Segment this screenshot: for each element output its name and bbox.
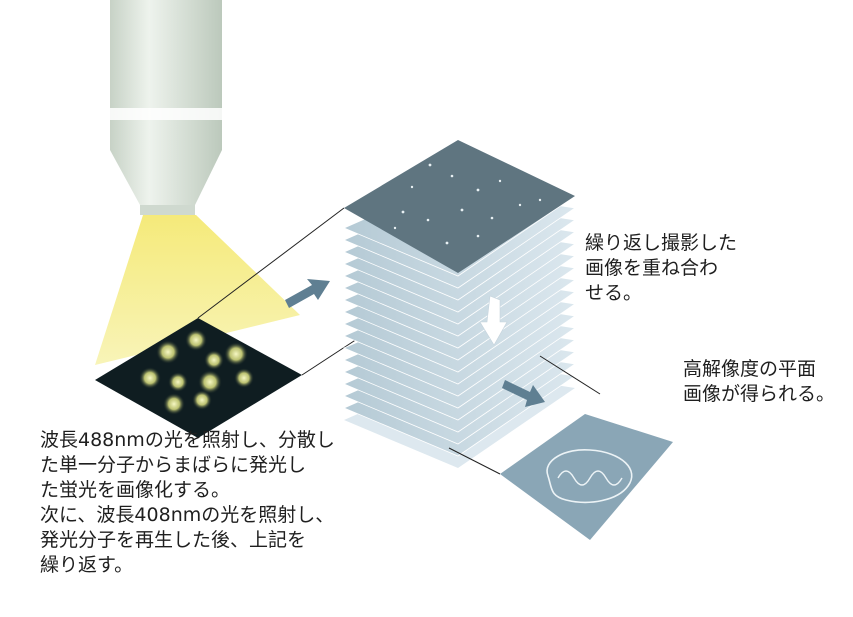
- light-beam: [95, 215, 300, 365]
- caption-line: 繰り返し撮影した: [585, 232, 738, 254]
- localized-points: [393, 163, 542, 245]
- caption-line: 繰り返す。: [40, 554, 134, 576]
- image-stack: [342, 140, 577, 468]
- caption-line: 次に、波長408nmの光を照射し、: [40, 504, 335, 526]
- fluorescent-spots: [139, 329, 254, 415]
- connector-line: [448, 447, 501, 475]
- procedure-caption: 波長488nmの光を照射し、分散し た単一分子からまばらに発光し た蛍光を画像化…: [40, 428, 335, 578]
- connector-line: [539, 355, 601, 395]
- caption-line: 画像を重ね合わ: [585, 257, 719, 279]
- arrow-down-icon: [479, 295, 508, 346]
- result-caption: 高解像度の平面 画像が得られる。: [683, 357, 835, 407]
- sample-plate: [95, 318, 302, 438]
- mitochondrion-outline: [546, 449, 633, 504]
- objective-band: [110, 108, 222, 120]
- caption-line: た蛍光を画像化する。: [40, 479, 231, 501]
- caption-line: 波長488nmの光を照射し、分散し: [40, 429, 335, 451]
- caption-line: 画像が得られる。: [683, 383, 836, 405]
- arrow-right-icon: [285, 279, 330, 308]
- caption-line: 高解像度の平面: [683, 358, 817, 380]
- caption-line: 発光分子を再生した後、上記を: [40, 529, 307, 551]
- objective-lens: [110, 0, 222, 215]
- mitochondrion-cristae: [557, 470, 623, 486]
- caption-line: た単一分子からまばらに発光し: [40, 454, 307, 476]
- caption-line: せる。: [585, 282, 643, 304]
- stack-top-plate: [344, 140, 575, 273]
- result-plate: [500, 414, 673, 540]
- arrow-diagonal-icon: [502, 380, 545, 407]
- connector-line: [197, 207, 345, 319]
- stack-caption: 繰り返し撮影した 画像を重ね合わ せる。: [585, 231, 737, 306]
